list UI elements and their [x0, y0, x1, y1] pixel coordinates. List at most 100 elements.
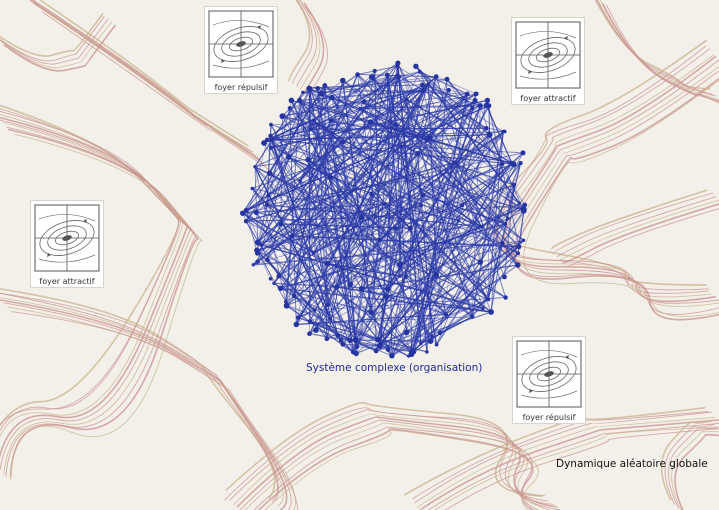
network-node	[307, 319, 313, 324]
network-link	[308, 159, 506, 298]
network-link	[370, 121, 514, 165]
flow-line	[302, 2, 325, 95]
network-node	[253, 165, 257, 169]
network-node	[277, 285, 284, 291]
network-link	[252, 93, 468, 266]
flow-line	[239, 419, 561, 510]
network-node	[500, 161, 505, 166]
network-node	[284, 300, 288, 304]
network-node	[396, 261, 403, 268]
network-node	[340, 342, 346, 347]
flow-line	[562, 203, 719, 264]
network-node	[373, 348, 379, 354]
network-link	[245, 220, 328, 264]
network-node	[347, 281, 353, 288]
network-node	[315, 85, 321, 91]
network-link	[399, 202, 520, 277]
network-link	[299, 180, 363, 290]
network-link	[378, 83, 429, 240]
network-link	[336, 127, 487, 288]
flow-line	[565, 208, 719, 268]
attractive-focus-icon	[34, 204, 100, 272]
network-link	[297, 309, 315, 319]
network-node	[520, 150, 526, 156]
flow-line	[412, 411, 709, 500]
network-link	[391, 307, 484, 357]
flow-line	[3, 24, 117, 72]
network-node	[456, 218, 461, 223]
network-node	[383, 202, 388, 206]
network-link	[266, 93, 468, 206]
flow-line	[41, 11, 270, 171]
network-link	[419, 71, 468, 95]
network-node	[393, 122, 398, 127]
network-link	[245, 139, 268, 222]
network-link	[371, 193, 524, 210]
network-node	[264, 257, 270, 263]
panel-label: foyer attractif	[39, 277, 95, 286]
network-link	[342, 131, 504, 345]
network-link	[260, 62, 399, 246]
network-node	[288, 97, 295, 104]
network-node	[255, 259, 260, 264]
network-link	[252, 105, 481, 189]
network-node	[250, 186, 255, 191]
flow-line	[551, 189, 708, 250]
network-link	[280, 131, 505, 289]
network-link	[251, 188, 357, 341]
network-link	[256, 204, 422, 251]
flow-line	[225, 401, 543, 497]
network-node	[268, 276, 273, 281]
network-link	[422, 194, 506, 225]
network-link	[299, 123, 396, 182]
network-link	[379, 163, 504, 347]
network-link	[270, 76, 399, 149]
flow-line	[606, 4, 719, 104]
network-link	[361, 288, 447, 315]
network-link	[299, 120, 332, 181]
flow-line	[414, 411, 713, 504]
network-link	[408, 134, 491, 357]
network-link	[242, 212, 414, 353]
flow-line	[503, 55, 717, 303]
network-node	[243, 218, 249, 224]
network-node	[502, 129, 507, 134]
flow-line	[7, 128, 199, 478]
network-node	[264, 137, 270, 143]
network-link	[435, 162, 512, 276]
network-node	[301, 90, 305, 95]
network-node	[426, 82, 430, 86]
flow-line	[427, 423, 719, 510]
network-node	[473, 91, 479, 97]
network-link	[396, 74, 473, 317]
network-node	[517, 201, 522, 205]
panel-label: foyer attractif	[520, 94, 576, 103]
network-link	[401, 146, 447, 315]
network-link	[282, 115, 463, 206]
complex-system-network	[239, 60, 528, 359]
network-node	[510, 161, 517, 168]
network-link	[309, 218, 508, 335]
flow-line	[559, 199, 719, 261]
network-link	[260, 244, 492, 313]
network-link	[299, 99, 489, 300]
network-link	[254, 166, 259, 243]
network-node	[269, 137, 274, 142]
network-node	[481, 306, 485, 311]
network-link	[268, 123, 396, 196]
network-node	[516, 251, 521, 256]
network-node	[385, 72, 390, 78]
network-link	[387, 162, 512, 290]
network-node	[518, 161, 523, 166]
network-link	[315, 83, 429, 331]
network-node	[460, 203, 465, 208]
network-node	[289, 233, 295, 239]
network-link	[307, 159, 473, 318]
network-link	[327, 286, 338, 306]
network-link	[266, 71, 421, 141]
flow-line	[0, 110, 181, 432]
network-node	[266, 170, 273, 176]
repulsive-focus-icon	[516, 340, 582, 408]
network-node	[372, 68, 377, 73]
